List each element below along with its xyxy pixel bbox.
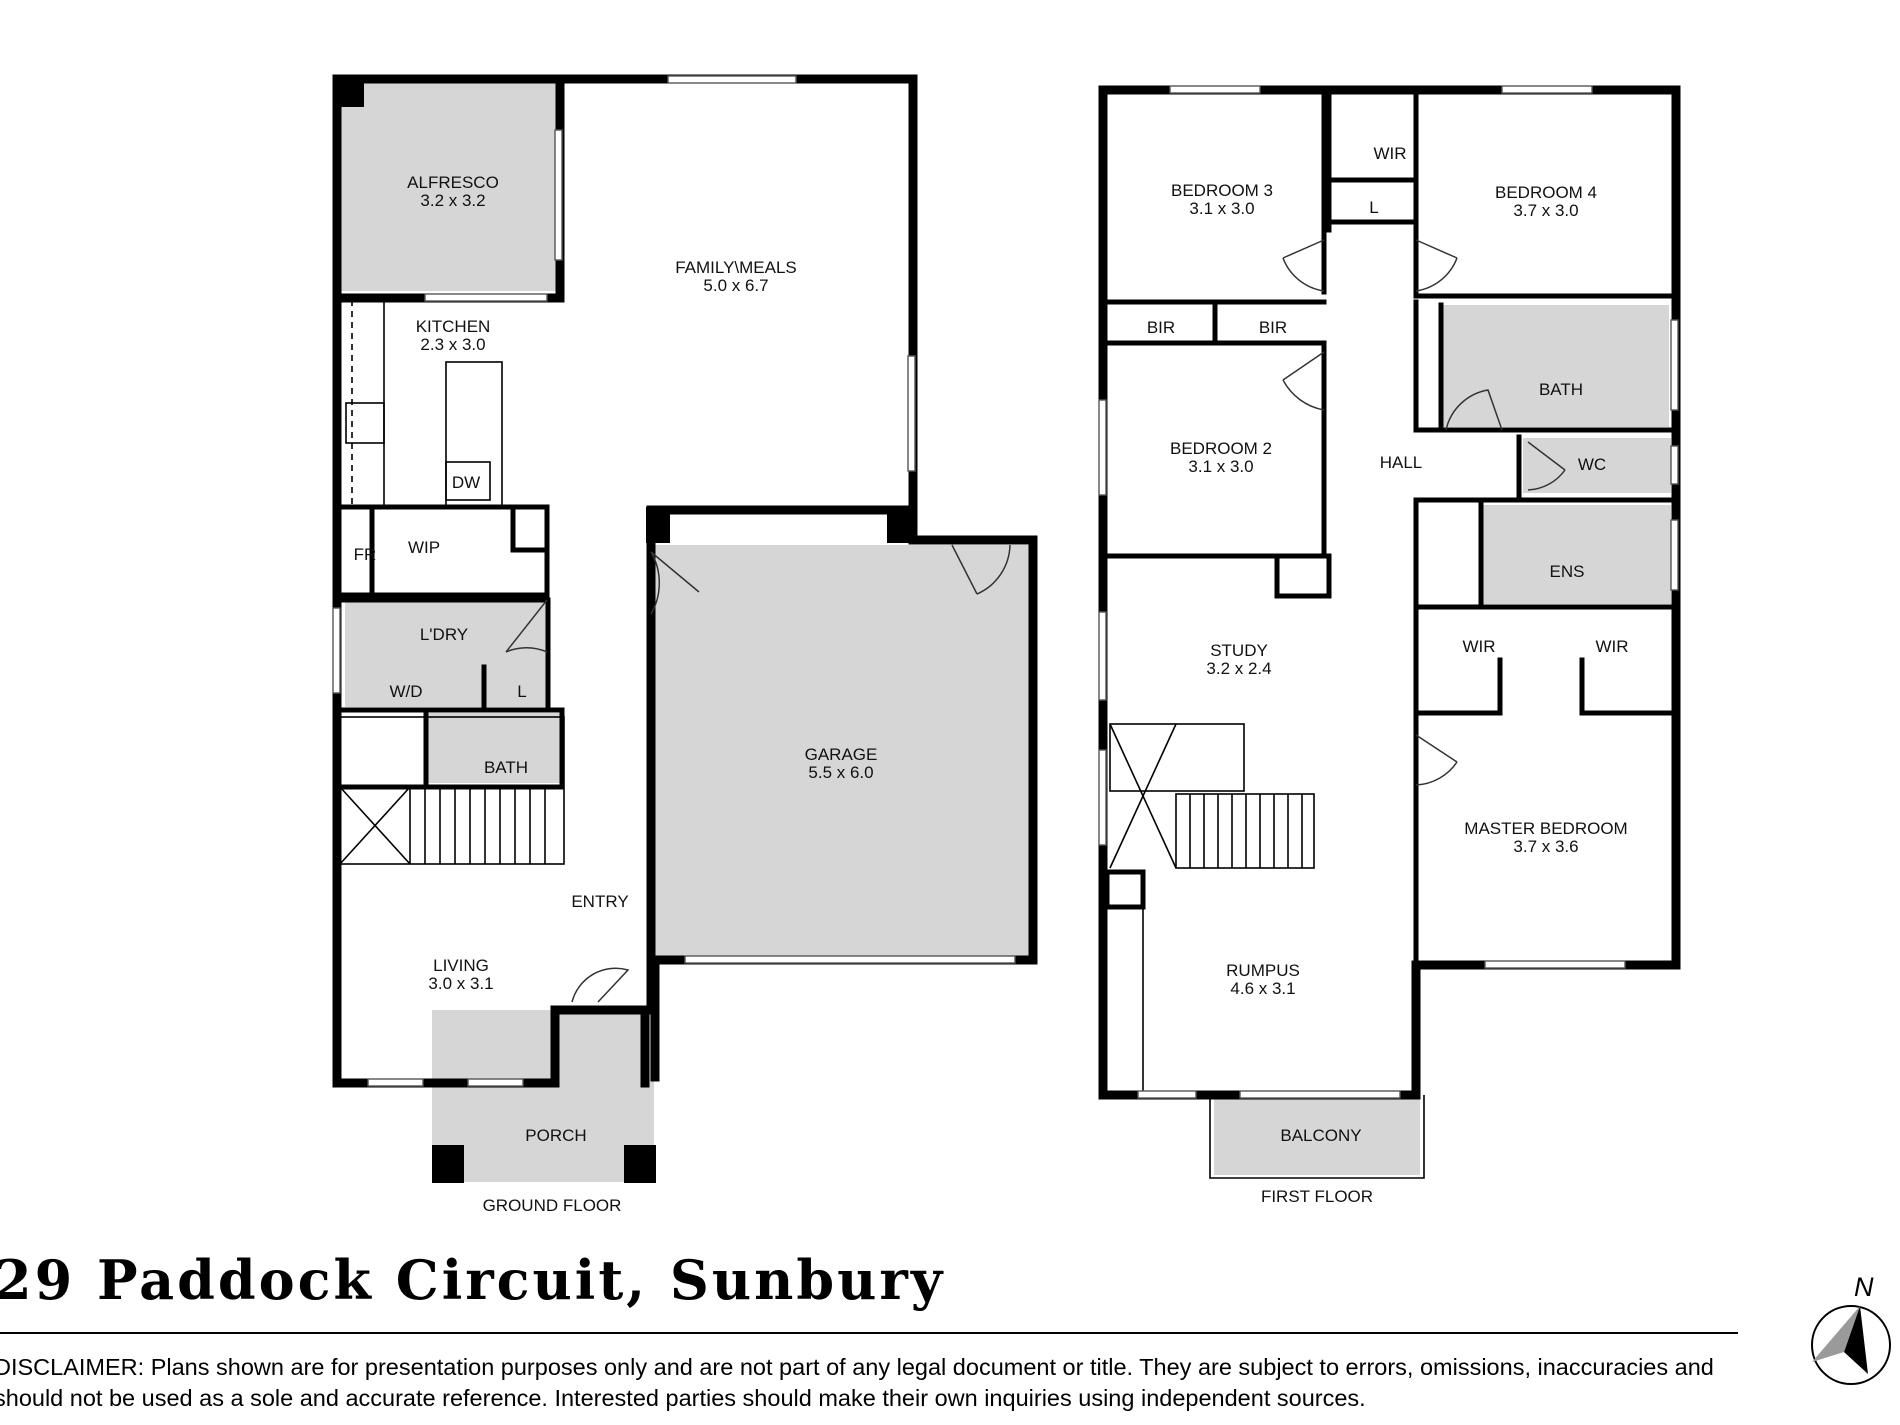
first-floor-plan — [1098, 85, 1681, 1179]
washer-dryer-label: W/D — [389, 682, 422, 701]
bir-left-label: BIR — [1147, 318, 1175, 337]
fridge-label: FR — [354, 545, 377, 564]
rumpus-label: RUMPUS — [1226, 961, 1300, 980]
ensuite-area — [1481, 505, 1671, 604]
entry-label: ENTRY — [571, 892, 628, 911]
north-arrow-icon — [1811, 1305, 1891, 1385]
kitchen-label: KITCHEN — [416, 317, 491, 336]
wir-right-label: WIR — [1595, 637, 1628, 656]
first-bath-label: BATH — [1539, 380, 1583, 399]
dishwasher-label: DW — [452, 473, 480, 492]
ground-floor-plan — [332, 74, 1038, 1183]
rumpus-size: 4.6 x 3.1 — [1230, 979, 1295, 998]
bedroom2-label: BEDROOM 2 — [1170, 439, 1272, 458]
wir-left-label: WIR — [1462, 637, 1495, 656]
wc-label: WC — [1578, 455, 1606, 474]
wir-top-label: WIR — [1373, 144, 1406, 163]
garage-size: 5.5 x 6.0 — [808, 763, 873, 782]
master-bedroom-label: MASTER BEDROOM — [1464, 819, 1627, 838]
laundry-area — [345, 600, 547, 707]
alfresco-area — [336, 79, 558, 291]
porch-label: PORCH — [525, 1126, 586, 1145]
wip-label: WIP — [408, 538, 440, 557]
study-size: 3.2 x 2.4 — [1206, 659, 1271, 678]
north-label: N — [1854, 1272, 1874, 1302]
balcony-area — [1214, 1095, 1420, 1175]
hall-label: HALL — [1380, 453, 1423, 472]
bedroom2-size: 3.1 x 3.0 — [1188, 457, 1253, 476]
ensuite-label: ENS — [1550, 562, 1585, 581]
linen-label: L — [1369, 198, 1378, 217]
ground-bath-label: BATH — [484, 758, 528, 777]
bedroom3-size: 3.1 x 3.0 — [1189, 199, 1254, 218]
bedroom3-label: BEDROOM 3 — [1171, 181, 1273, 200]
master-bedroom-size: 3.7 x 3.6 — [1513, 837, 1578, 856]
living-label: LIVING — [433, 956, 489, 975]
alfresco-label: ALFRESCO — [407, 173, 499, 192]
property-address-title: 29 Paddock Circuit, Sunbury — [0, 1248, 946, 1312]
study-label: STUDY — [1210, 641, 1268, 660]
living-size: 3.0 x 3.1 — [428, 974, 493, 993]
ground-floor-caption: GROUND FLOOR — [483, 1196, 622, 1215]
room-labels: ALFRESCO 3.2 x 3.2 FAMILY\MEALS 5.0 x 6.… — [354, 144, 1629, 1215]
laundry-label: L'DRY — [420, 625, 468, 644]
wc-area — [1523, 438, 1671, 493]
garage-label: GARAGE — [805, 745, 878, 764]
garage-area — [651, 545, 1033, 960]
first-bath-area — [1441, 305, 1669, 427]
first-floor-caption: FIRST FLOOR — [1261, 1187, 1373, 1206]
bedroom4-size: 3.7 x 3.0 — [1513, 201, 1578, 220]
divider — [0, 1332, 1738, 1334]
porch-area — [432, 1010, 654, 1182]
alfresco-size: 3.2 x 3.2 — [420, 191, 485, 210]
bir-right-label: BIR — [1259, 318, 1287, 337]
kitchen-size: 2.3 x 3.0 — [420, 335, 485, 354]
family-meals-label: FAMILY\MEALS — [675, 258, 797, 277]
balcony-label: BALCONY — [1280, 1126, 1361, 1145]
ground-bath-area — [426, 713, 562, 783]
bedroom4-label: BEDROOM 4 — [1495, 183, 1597, 202]
laundry-linen-label: L — [517, 682, 526, 701]
family-meals-size: 5.0 x 6.7 — [703, 276, 768, 295]
disclaimer-text: DISCLAIMER: Plans shown are for presenta… — [0, 1354, 1714, 1411]
